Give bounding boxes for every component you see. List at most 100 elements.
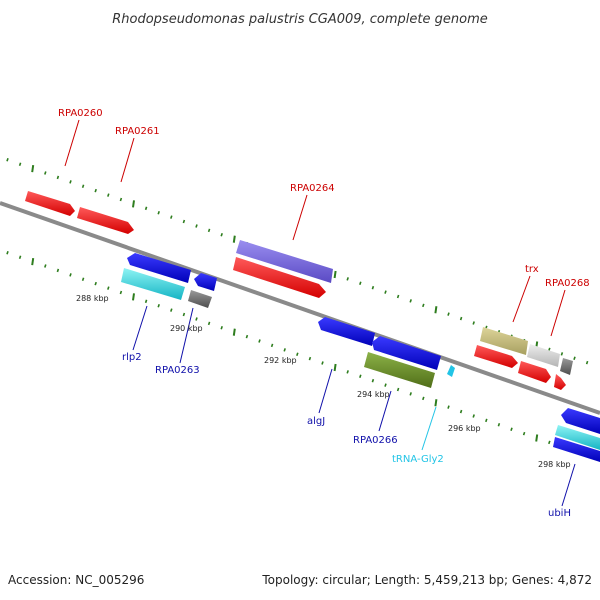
- minor-tick: [447, 312, 450, 316]
- minor-tick: [384, 383, 387, 387]
- major-tick: [132, 293, 135, 301]
- minor-tick: [157, 303, 160, 308]
- minor-tick: [283, 348, 286, 352]
- minor-tick: [195, 224, 198, 228]
- label-rpa0264[interactable]: RPA0264: [290, 183, 335, 194]
- minor-tick: [459, 316, 463, 321]
- label-trx[interactable]: trx: [525, 264, 539, 275]
- minor-tick: [585, 360, 589, 365]
- gene-rpa0266[interactable]: [364, 352, 435, 388]
- minor-tick: [94, 188, 97, 193]
- minor-tick: [573, 356, 576, 361]
- gene-algj[interactable]: [318, 317, 375, 346]
- minor-tick: [346, 370, 349, 374]
- minor-tick: [472, 414, 475, 418]
- gene-rlp2-paralog[interactable]: [121, 268, 185, 300]
- minor-tick: [107, 286, 110, 290]
- minor-tick: [44, 171, 47, 175]
- minor-tick: [18, 255, 22, 259]
- gene-ubih-upper[interactable]: [561, 408, 600, 434]
- tick-label-296: 296 kbp: [448, 424, 481, 433]
- major-tick: [434, 306, 438, 314]
- minor-tick: [422, 303, 425, 308]
- gene-trna-gly2[interactable]: [447, 365, 455, 377]
- minor-tick: [81, 277, 85, 282]
- tick-label-288: 288 kbp: [76, 294, 109, 303]
- minor-tick: [107, 193, 110, 197]
- major-tick: [232, 328, 236, 336]
- tick-labels: 288 kbp 290 kbp 292 kbp 294 kbp 296 kbp …: [76, 294, 571, 469]
- minor-tick: [346, 277, 349, 281]
- gene-ubih[interactable]: [553, 437, 600, 462]
- label-rpa0266[interactable]: RPA0266: [353, 435, 398, 446]
- gene-small-dark[interactable]: [560, 358, 573, 375]
- minor-tick: [409, 392, 412, 396]
- minor-tick: [220, 326, 223, 330]
- minor-tick: [245, 334, 249, 339]
- gene-rpa0264-upper[interactable]: [236, 240, 333, 283]
- minor-tick: [548, 440, 551, 445]
- gene-rlp2[interactable]: [127, 253, 191, 283]
- minor-tick: [119, 197, 123, 202]
- gene-ubih-cyan[interactable]: [555, 425, 600, 450]
- major-tick: [434, 399, 438, 407]
- minor-tick: [258, 339, 261, 343]
- label-rpa0260[interactable]: RPA0260: [58, 108, 103, 119]
- minor-tick: [144, 299, 148, 304]
- minor-tick: [359, 281, 362, 286]
- minor-tick: [308, 356, 312, 361]
- major-tick: [31, 257, 35, 266]
- minor-tick: [119, 290, 123, 295]
- label-trna-gly2[interactable]: tRNA-Gly2: [392, 454, 444, 465]
- genome-summary: Topology: circular; Length: 5,459,213 bp…: [262, 573, 592, 587]
- minor-tick: [44, 264, 47, 268]
- minor-tick: [69, 180, 72, 184]
- label-rlp2[interactable]: rlp2: [122, 352, 142, 363]
- label-rpa0261[interactable]: RPA0261: [115, 126, 160, 137]
- minor-tick: [422, 396, 425, 401]
- minor-tick: [522, 431, 526, 436]
- minor-tick: [359, 374, 362, 379]
- gene-rpa0268[interactable]: [554, 374, 566, 390]
- minor-tick: [447, 405, 450, 409]
- minor-tick: [207, 321, 211, 326]
- gene-rpa0263[interactable]: [194, 273, 217, 291]
- gene-rpa0266-blue[interactable]: [372, 336, 441, 370]
- label-algj[interactable]: algJ: [307, 416, 325, 427]
- label-rpa0268[interactable]: RPA0268: [545, 278, 590, 289]
- genome-backbone: [0, 201, 600, 415]
- callout-line-rpa0266: [378, 390, 392, 432]
- callout-line-rpa0263: [179, 307, 194, 364]
- gene-trx-upper[interactable]: [480, 327, 528, 355]
- callout-line-rlp2: [132, 305, 148, 351]
- minor-tick: [296, 352, 299, 356]
- minor-tick: [321, 361, 324, 365]
- gene-rpa0261[interactable]: [77, 207, 134, 234]
- gene-rpa0268-a[interactable]: [518, 361, 551, 383]
- minor-tick: [94, 281, 97, 286]
- major-tick: [31, 164, 35, 173]
- major-tick: [232, 235, 236, 243]
- major-tick: [132, 200, 135, 208]
- minor-tick: [220, 233, 223, 237]
- minor-tick: [371, 285, 375, 290]
- minor-tick: [195, 317, 198, 321]
- gene-rpa0263-gray[interactable]: [188, 290, 212, 308]
- label-ubih[interactable]: ubiH: [548, 508, 571, 519]
- minor-tick: [69, 273, 72, 277]
- callout-line-rpa0264: [292, 194, 308, 241]
- gene-upper-light[interactable]: [527, 344, 560, 367]
- gene-rpa0264[interactable]: [233, 257, 326, 298]
- minor-tick: [560, 352, 564, 356]
- map-title: Rhodopseudomonas palustris CGA009, compl…: [112, 12, 488, 27]
- tick-label-294: 294 kbp: [357, 390, 390, 399]
- gene-rpa0260[interactable]: [25, 191, 75, 216]
- gene-trx[interactable]: [474, 345, 518, 368]
- minor-tick: [170, 215, 173, 219]
- minor-tick: [270, 343, 274, 348]
- label-rpa0263[interactable]: RPA0263: [155, 365, 200, 376]
- major-tick: [333, 363, 337, 372]
- tick-label-290: 290 kbp: [170, 324, 203, 333]
- minor-tick: [459, 409, 463, 414]
